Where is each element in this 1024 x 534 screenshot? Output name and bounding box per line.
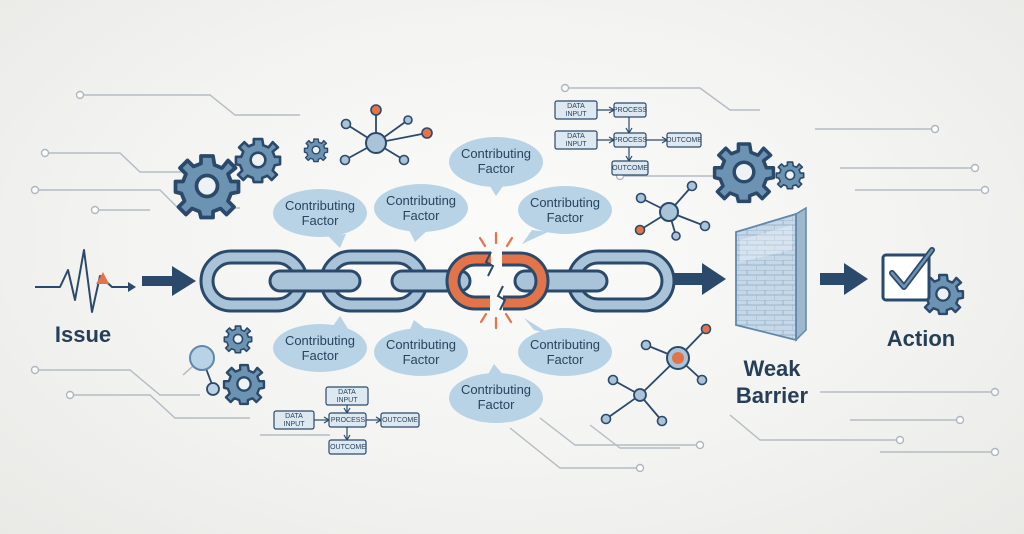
- node-cluster: [182, 345, 220, 396]
- speech-bubble: Contributing Factor: [518, 186, 612, 244]
- speech-bubble: Contributing Factor: [449, 137, 543, 196]
- bubble-text: Factor: [302, 213, 340, 228]
- bubble-text: Factor: [547, 352, 585, 367]
- gear-icon: [712, 142, 776, 204]
- action-label: Action: [887, 326, 955, 351]
- gear-icon: [223, 325, 253, 354]
- gear-icon: [234, 137, 282, 184]
- flow-label: DATA: [338, 389, 356, 396]
- issue-label: Issue: [55, 322, 111, 347]
- crack-burst-icon: [478, 231, 514, 330]
- gear-icon: [303, 138, 329, 163]
- broken-chain-link: [445, 251, 550, 311]
- arrow-right-icon: [820, 263, 868, 295]
- bubble-text: Contributing: [461, 382, 531, 397]
- flow-label: OUTCOME: [330, 444, 366, 451]
- bubble-text: Factor: [478, 161, 516, 176]
- speech-bubble: Contributing Factor: [374, 320, 468, 376]
- network-icon: [339, 104, 433, 166]
- gear-icon: [775, 161, 805, 190]
- gear-icon: [173, 154, 241, 220]
- bubble-text: Factor: [547, 210, 585, 225]
- checkbox-checked-icon: [881, 247, 935, 302]
- flow-label: OUTCOME: [382, 417, 418, 424]
- network-icon: [634, 180, 711, 241]
- circuit-traces: [35, 87, 995, 469]
- flow-label: PROCESS: [331, 417, 366, 424]
- bubble-text: Factor: [403, 208, 441, 223]
- flow-label: DATA: [567, 103, 585, 110]
- bubble-text: Contributing: [530, 337, 600, 352]
- signal-pulse-icon: [35, 249, 136, 313]
- speech-bubble: Contributing Factor: [273, 316, 367, 372]
- chain-link: [513, 269, 609, 293]
- flow-label: DATA: [567, 133, 585, 140]
- gear-icon: [222, 363, 266, 406]
- bubble-text: Contributing: [386, 193, 456, 208]
- network-icon: [600, 323, 712, 427]
- bubble-text: Contributing: [461, 146, 531, 161]
- bubble-text: Factor: [403, 352, 441, 367]
- flow-label: INPUT: [566, 141, 588, 148]
- bubble-text: Contributing: [530, 195, 600, 210]
- bubble-text: Contributing: [285, 333, 355, 348]
- flow-label: PROCESS: [613, 107, 648, 114]
- flowchart-bottom: DATA INPUT DATA INPUT PROCESS OUTCOME OU…: [273, 386, 420, 455]
- speech-bubble: Contributing Factor: [449, 364, 543, 423]
- arrow-right-icon: [142, 266, 196, 296]
- flow-label: OUTCOME: [612, 165, 648, 172]
- arrow-right-icon: [666, 263, 726, 295]
- speech-bubble: Contributing Factor: [273, 189, 367, 248]
- bubble-text: Contributing: [386, 337, 456, 352]
- flow-label: DATA: [285, 413, 303, 420]
- flow-label: INPUT: [337, 397, 359, 404]
- flow-label: INPUT: [566, 111, 588, 118]
- chain: [199, 231, 676, 330]
- circuit-nodes: [30, 83, 1000, 473]
- flow-label: INPUT: [284, 421, 306, 428]
- flow-label: PROCESS: [613, 137, 648, 144]
- speech-bubble: Contributing Factor: [518, 318, 612, 376]
- flowchart-top: DATA INPUT DATA INPUT PROCESS PROCESS OU…: [554, 100, 702, 176]
- bubble-text: Factor: [302, 348, 340, 363]
- speech-bubble: Contributing Factor: [374, 184, 468, 242]
- bubble-text: Factor: [478, 397, 516, 412]
- barrier-label-line1: Weak: [743, 356, 801, 381]
- flow-label: OUTCOME: [666, 137, 702, 144]
- barrier-label-line2: Barrier: [736, 383, 809, 408]
- bubble-text: Contributing: [285, 198, 355, 213]
- chain-link: [268, 269, 362, 293]
- brick-wall-icon: [735, 206, 807, 342]
